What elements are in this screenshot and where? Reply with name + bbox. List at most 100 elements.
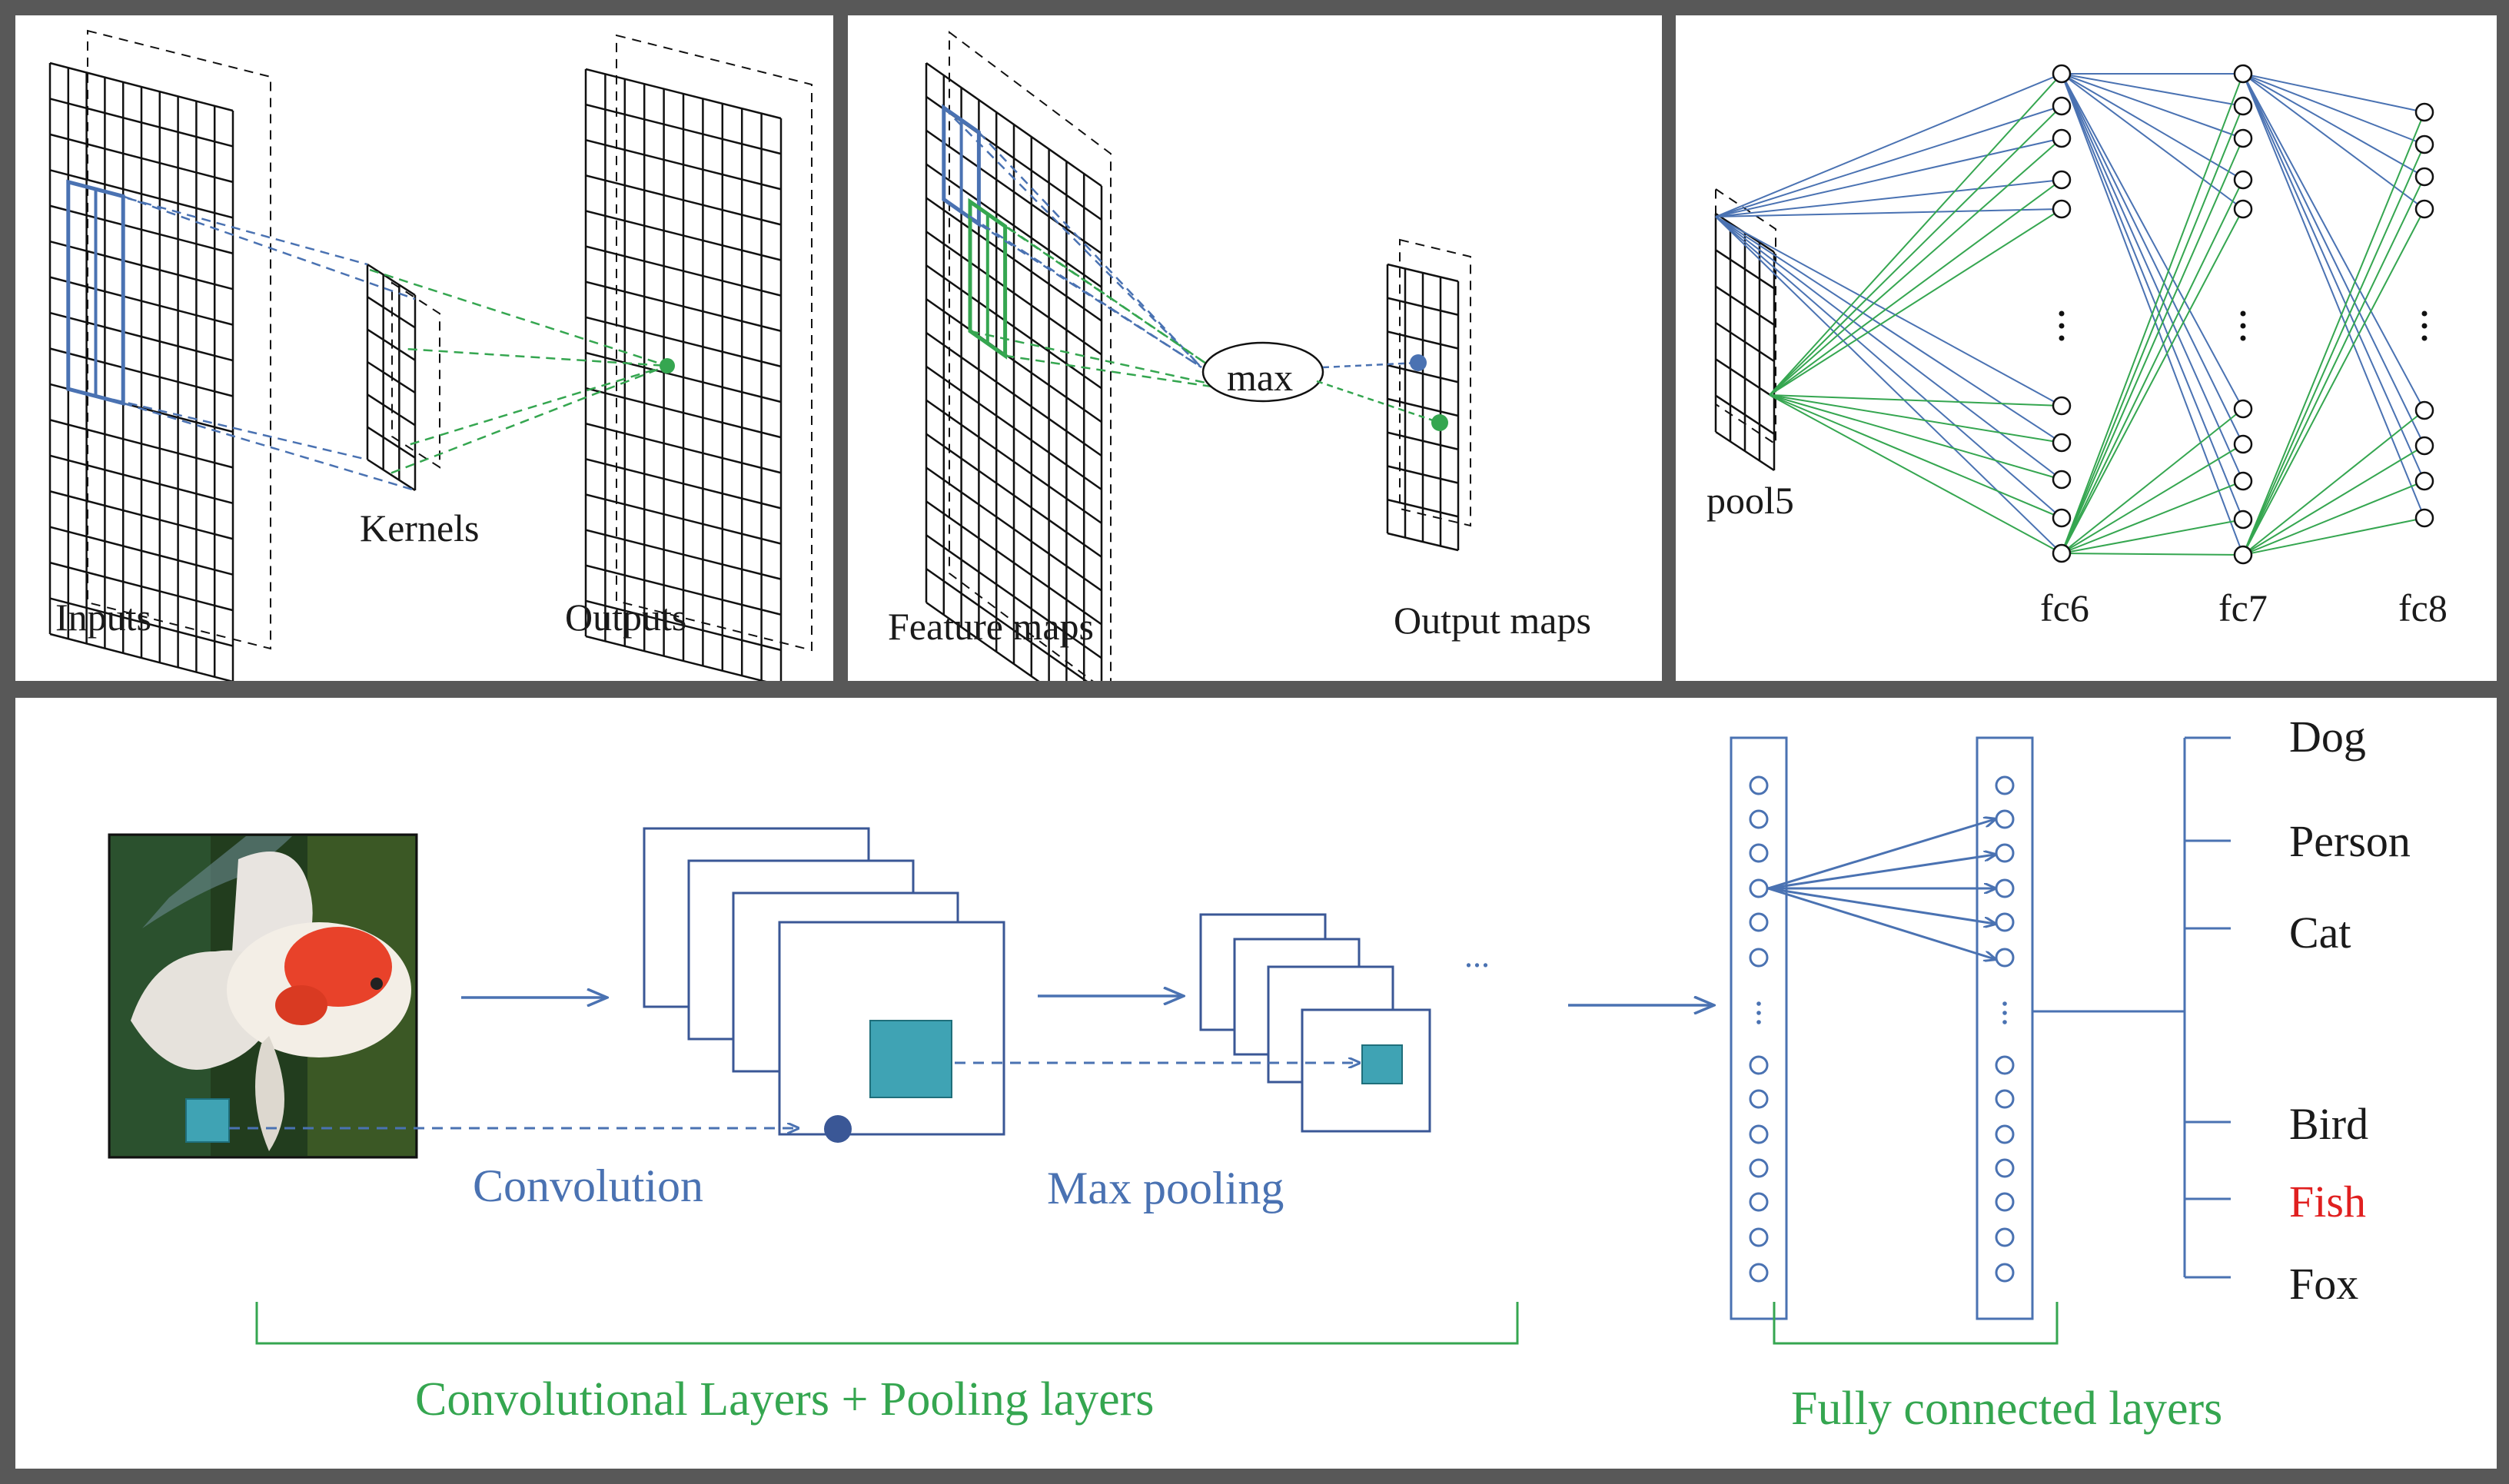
fc-column-2 <box>1976 736 2034 1320</box>
fc-edge <box>1715 216 2062 407</box>
fc-edge <box>2242 480 2425 556</box>
pool5-grid-hline <box>1715 249 1775 290</box>
fc-ellipsis-dot <box>2240 335 2246 341</box>
fc-edge <box>2061 73 2244 181</box>
fc-node <box>1995 1055 2015 1075</box>
fc-neuron <box>2052 470 2072 490</box>
fc-neuron <box>2052 64 2072 84</box>
output-grid-hline <box>585 529 782 580</box>
fc-edge <box>2061 480 2244 554</box>
kernel-to-output-line <box>390 364 668 474</box>
fc-neuron <box>2233 471 2253 491</box>
fc-ellipsis-dot <box>2240 323 2246 329</box>
fc-neuron <box>2233 170 2253 190</box>
fully-connected-diagram <box>1714 64 2434 565</box>
fc-node <box>1749 1263 1769 1283</box>
class-label-dog: Dog <box>2289 712 2366 762</box>
pooling-diagram <box>925 30 1471 681</box>
convolution-diagram <box>48 29 813 681</box>
feature-grid-hline <box>926 129 1102 254</box>
feature-grid-hline <box>926 365 1102 490</box>
output-grid-hline <box>585 316 782 368</box>
fc-edge <box>1715 216 2062 443</box>
fc-edge <box>2061 408 2244 554</box>
fc-neuron <box>2052 508 2072 528</box>
output-map-grid-hline <box>1387 532 1459 552</box>
output-grid-hline <box>585 635 767 681</box>
fc-edge <box>2242 410 2425 556</box>
fc8-label: fc8 <box>2398 586 2448 629</box>
conv-pool-bracket <box>255 1302 1519 1345</box>
fc-neuron <box>2233 434 2253 454</box>
output-dot-blue <box>1410 354 1427 371</box>
fc-edge <box>1715 216 2062 480</box>
projection-line <box>68 181 368 266</box>
fc-edge <box>2061 73 2244 445</box>
feature-grid-hline <box>926 399 1102 524</box>
pool-teal-patch <box>1361 1044 1403 1084</box>
output-map-grid-hline <box>1387 431 1459 450</box>
fc-neuron <box>2414 508 2434 528</box>
fc-edge <box>1769 208 2062 396</box>
fish-fin-bottom <box>255 1036 284 1151</box>
output-map-grid-hline <box>1387 263 1459 283</box>
fc-column-ellipsis <box>2002 1011 2007 1015</box>
output-map-grid-hline <box>1387 499 1459 518</box>
pool5-grid-hline <box>1715 430 1775 472</box>
class-label-bird: Bird <box>2289 1099 2369 1149</box>
fc-neuron <box>2052 199 2072 219</box>
outputs-label: Outputs <box>565 596 687 639</box>
input-grid-hline <box>49 240 234 290</box>
fc-node <box>1995 1263 2015 1283</box>
fc-neuron <box>2414 134 2434 154</box>
fc-edge <box>2242 73 2425 145</box>
pool5-label: pool5 <box>1706 479 1794 522</box>
input-grid-hline <box>49 133 234 184</box>
fc-node <box>1749 809 1769 829</box>
fc-edge <box>2242 517 2425 556</box>
output-grid-hline <box>585 493 782 545</box>
fully-connected-layers-label: Fully connected layers <box>1791 1383 2223 1435</box>
fc-node <box>1995 878 2015 898</box>
pool-projection-green <box>1004 225 1248 393</box>
input-grid-hline <box>49 597 234 647</box>
fc-node <box>1995 1227 2015 1247</box>
fc-edge <box>2242 144 2425 556</box>
fc-ellipsis-dot <box>2421 323 2428 329</box>
fc-neuron <box>2414 436 2434 456</box>
fc-neuron <box>2233 199 2253 219</box>
fc-node <box>1995 912 2015 932</box>
fc-edge <box>1769 394 2062 554</box>
fc6-label: fc6 <box>2040 586 2089 629</box>
fc-node <box>1995 1158 2015 1178</box>
fc-edge <box>1715 216 2062 554</box>
output-map-grid-hline <box>1387 465 1459 484</box>
fc-edge <box>2061 443 2244 554</box>
fc-ellipsis-dot <box>2421 310 2428 317</box>
output-map-grid-hline <box>1387 397 1459 417</box>
fc-node <box>1995 809 2015 829</box>
feature-grid-hline <box>926 231 1102 356</box>
kernel-grid-hline <box>367 328 416 361</box>
projection-line <box>122 402 416 492</box>
fc-node <box>1749 878 1769 898</box>
fc-neuron <box>2052 96 2072 116</box>
cnn-pipeline-panel: Convolution Max pooling ... Convolutiona… <box>15 698 2497 1469</box>
feature-grid-hline <box>926 433 1102 558</box>
fc-edge <box>2242 73 2425 178</box>
fc-ellipsis-dot <box>2059 335 2065 341</box>
pool5-grid-hline <box>1715 285 1775 326</box>
output-map-grid-hline <box>1387 297 1459 316</box>
kernel-grid-hline <box>367 263 416 297</box>
max-pooling-label: Max pooling <box>1047 1163 1284 1213</box>
fc-neuron <box>2414 167 2434 187</box>
pool-projection-blue <box>978 131 1202 368</box>
projection-line <box>122 195 416 300</box>
fc-edge <box>2242 73 2425 411</box>
fc-node <box>1749 1124 1769 1144</box>
output-grid-hline <box>585 139 782 191</box>
fc-column-1 <box>1730 736 1788 1320</box>
fc-column-ellipsis <box>2002 1001 2007 1006</box>
fc-node <box>1995 1192 2015 1212</box>
output-dot-green <box>1431 414 1448 431</box>
